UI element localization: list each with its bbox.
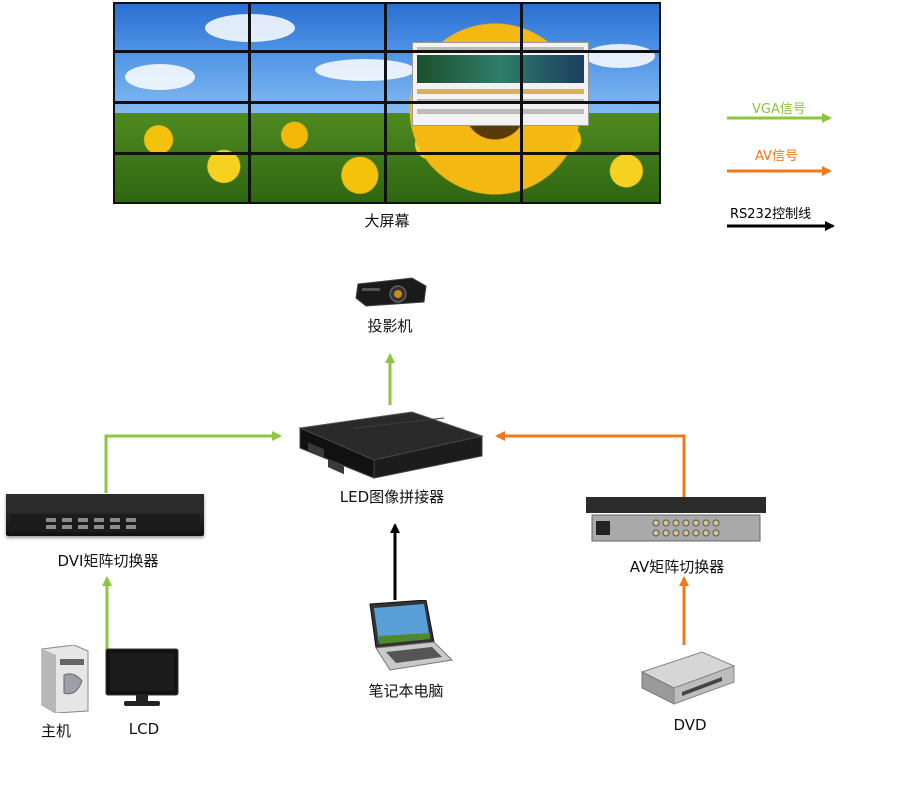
pc-tower-icon [38, 644, 92, 714]
dvd-label: DVD [673, 716, 707, 734]
rack-server-icon [294, 408, 484, 480]
dvi-matrix-label: DVI矩阵切换器 [57, 552, 159, 570]
av-to-splicer-arrow [495, 431, 686, 500]
legend-vga-label: VGA信号 [752, 102, 806, 117]
laptop-label: 笔记本电脑 [368, 682, 444, 700]
host-label: 主机 [40, 722, 71, 740]
legend-av-label: AV信号 [755, 149, 798, 164]
legend-rs232-label: RS232控制线 [730, 207, 812, 222]
big-screen-label: 大屏幕 [364, 212, 410, 230]
lcd-label: LCD [128, 720, 160, 738]
led-splicer-label: LED图像拼接器 [339, 488, 445, 506]
dvd-player-icon [638, 646, 736, 708]
video-wall-image [113, 2, 661, 204]
av-matrix-switcher-icon [586, 497, 766, 543]
projector-icon [352, 274, 430, 310]
monitor-icon [104, 647, 180, 709]
dvi-matrix-switcher-icon [6, 494, 204, 536]
dvi-to-splicer-arrow [104, 431, 282, 493]
projector-label: 投影机 [367, 317, 413, 335]
av-matrix-label: AV矩阵切换器 [629, 558, 725, 576]
laptop-icon [362, 599, 454, 672]
